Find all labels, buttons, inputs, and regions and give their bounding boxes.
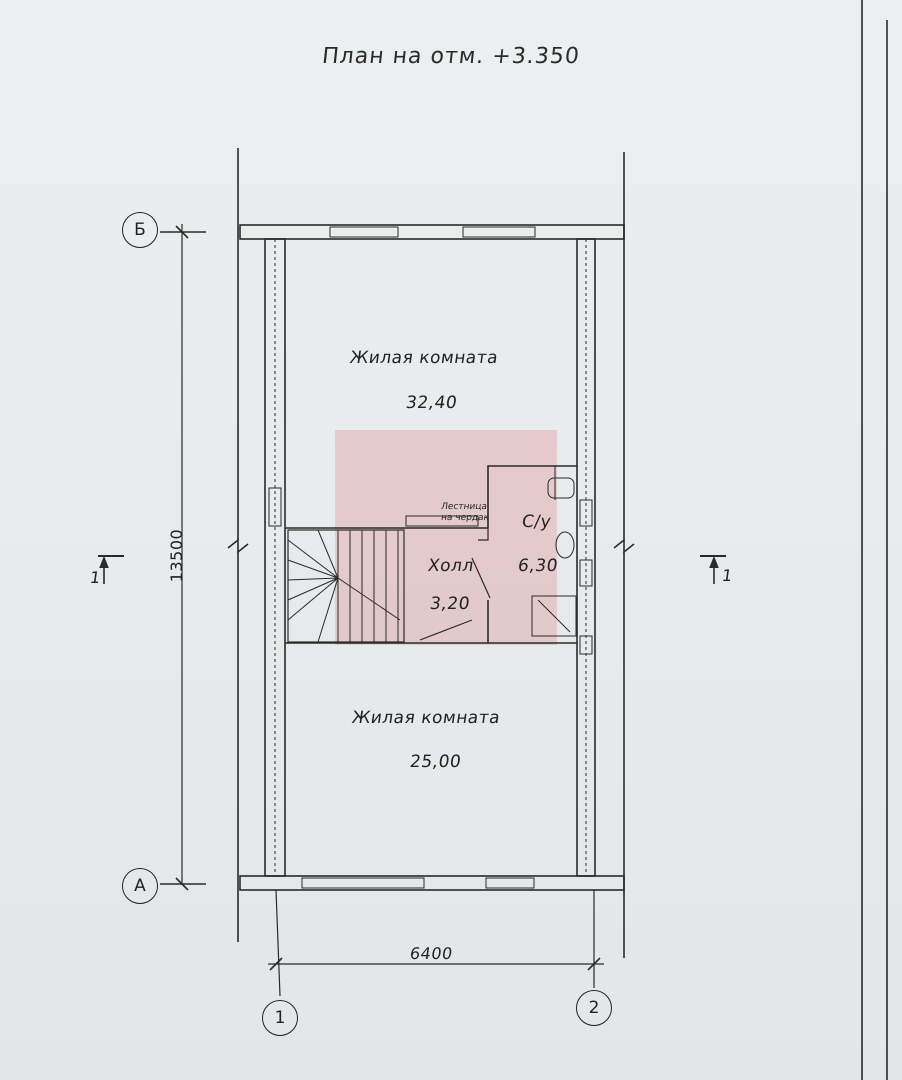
- room-upper-name: Жилая комната: [348, 348, 500, 368]
- wall-top: [239, 224, 625, 240]
- hall-wall-corner: [478, 528, 489, 541]
- wall-bottom: [239, 875, 625, 891]
- staircase: [287, 529, 405, 643]
- shower-tray-icon: [531, 595, 577, 637]
- axis-1-bubble: 1: [262, 1000, 298, 1036]
- dimension-tick-top: [175, 225, 189, 239]
- door-hall: [419, 619, 473, 641]
- shower-diagonal: [537, 599, 571, 633]
- sink-icon: [555, 531, 575, 559]
- vent-right-3: [579, 635, 593, 655]
- door-bath: [471, 557, 491, 599]
- window-top-1: [329, 226, 399, 238]
- vent-left: [268, 487, 282, 527]
- room-lower-name: Жилая комната: [350, 708, 502, 728]
- stair-steps: [287, 529, 401, 643]
- section-mark-right-arrow: [709, 555, 719, 569]
- break-mark-right: [613, 538, 635, 554]
- break-mark-left: [227, 538, 249, 554]
- dimension-tick-bottom: [175, 877, 189, 891]
- window-bottom-2: [485, 877, 535, 889]
- axis-1-leader: [275, 889, 281, 997]
- window-bottom-1: [301, 877, 425, 889]
- stair-note-line-1: Лестница: [440, 502, 488, 512]
- room-hall-area: 3,20: [428, 594, 472, 614]
- room-upper-area: 32,40: [404, 393, 459, 413]
- vent-right-1: [579, 499, 593, 527]
- section-mark-left-arrow: [99, 555, 109, 569]
- room-bath-area: 6,30: [516, 556, 560, 576]
- axis-b-bubble: Б: [122, 212, 158, 248]
- dimension-horizontal-text: 6400: [408, 944, 455, 963]
- dimension-tick-left: [269, 957, 283, 971]
- dimension-vertical-text: 13500: [167, 528, 187, 583]
- room-bath-name: С/у: [520, 512, 553, 532]
- axis-a-bubble: А: [122, 868, 158, 904]
- vent-right-2: [579, 559, 593, 587]
- axis-2-bubble: 2: [576, 990, 612, 1026]
- dimension-tick-right: [587, 957, 601, 971]
- stair-note-line-2: на чердак: [440, 513, 490, 523]
- window-top-2: [462, 226, 536, 238]
- attic-ladder: [405, 515, 479, 527]
- bath-wall-top: [487, 465, 577, 528]
- room-lower-area: 25,00: [408, 752, 463, 772]
- room-hall-name: Холл: [426, 556, 476, 576]
- toilet-icon: [547, 477, 575, 499]
